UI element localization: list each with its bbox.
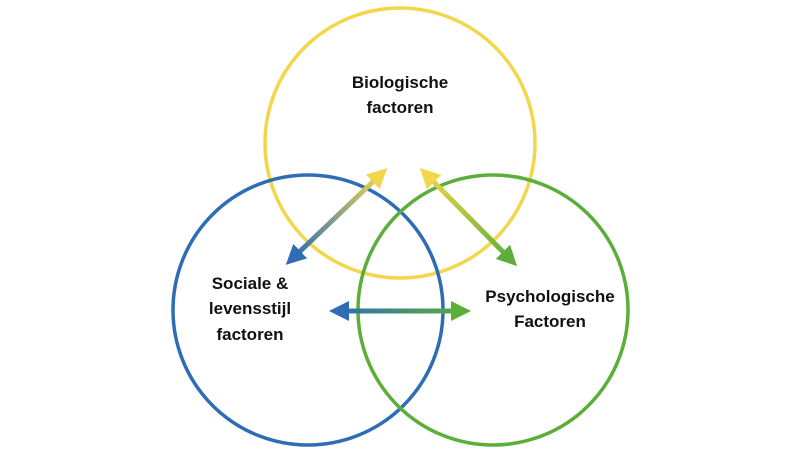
- biological-circle: [263, 6, 537, 280]
- arrow-biological-psychological: [419, 167, 518, 267]
- social-label-line1: Sociale &: [212, 274, 289, 293]
- psychological-label-line2: Factoren: [514, 312, 586, 331]
- social-label-line3: factoren: [216, 325, 283, 344]
- biological-label-line1: Biologische: [352, 73, 448, 92]
- social-label-line2: levensstijl: [209, 299, 291, 318]
- biological-label-line2: factoren: [366, 98, 433, 117]
- psychological-label-line1: Psychologische: [485, 287, 614, 306]
- arrow-social-biological: [285, 168, 388, 265]
